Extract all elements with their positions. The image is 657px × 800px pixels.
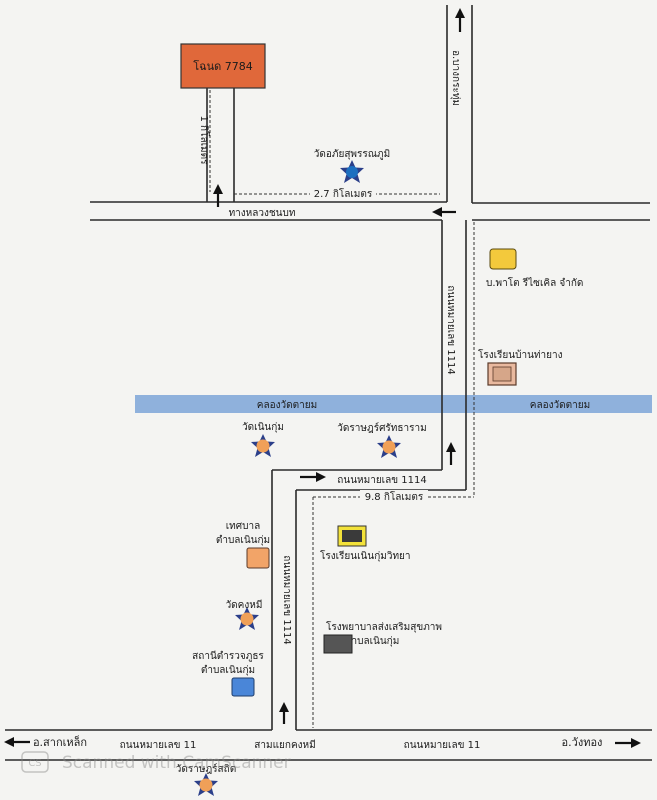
route-1114-upper-label: ถนนหมายเลข 1114 xyxy=(445,285,456,374)
temple-rat-sathit-label: วัดราษฎร์สถิต xyxy=(176,763,236,775)
temple-khong-mi-label: วัดคงหมี xyxy=(226,599,263,611)
route-11-left-label: ถนนหมายเลข 11 xyxy=(120,740,197,751)
junction-label: สามแยกคงหมี xyxy=(254,739,315,751)
zone-7784-block xyxy=(180,43,266,89)
arrow-left-sak-lek-icon xyxy=(4,737,30,747)
arrow-right-1114-icon xyxy=(300,472,326,482)
route-11 xyxy=(5,729,652,761)
route-11-right-label: ถนนหมายเลข 11 xyxy=(404,740,481,751)
temple-noen-kum-label: วัดเนินกุ่ม xyxy=(242,422,284,433)
canal-label-right: คลองวัดตายม xyxy=(530,400,590,411)
rural-road-label: ทางหลวงชนบท xyxy=(229,208,296,219)
hospital-icon xyxy=(323,634,353,654)
arrow-up-junction-icon xyxy=(279,702,289,724)
arrow-up-zone-icon xyxy=(213,184,223,207)
arrow-left-rural-icon xyxy=(432,207,456,217)
direction-bang-krathum: อ.บางกระทุ่ม xyxy=(450,50,461,106)
distance-lower-label: 9.8 กิโลเมตร xyxy=(365,490,424,503)
municipality-icon xyxy=(246,547,270,569)
route-1114 xyxy=(271,5,473,730)
zone-7784-label: โฉนด 7784 xyxy=(193,59,253,73)
school-top-icon xyxy=(487,362,517,386)
school-mid-label: โรงเรียนเนินกุ่มวิทยา xyxy=(320,549,411,562)
rural-road xyxy=(90,201,650,221)
temple-rat-sathit-icon xyxy=(194,773,218,796)
temple-khong-mi-icon xyxy=(235,607,259,630)
route-1114-mid-label: ถนนหมายเลข 1114 xyxy=(337,475,426,486)
arrow-up-top-right-icon xyxy=(455,8,465,32)
temple-rat-sattha-icon xyxy=(377,435,401,458)
distance-zone-label: 1 กิโลเมตร xyxy=(198,116,211,166)
temple-rat-sattha-label: วัดราษฎร์ศรัทธาราม xyxy=(337,422,426,434)
temple-apai-icon xyxy=(340,160,364,183)
route-1114-lower-label: ถนนหมายเลข 1114 xyxy=(281,555,292,644)
distance-top-label: 2.7 กิโลเมตร xyxy=(314,187,373,200)
police-label-1: สถานีตำรวจภูธร xyxy=(192,650,264,662)
factory-icon xyxy=(489,248,517,270)
watermark-text: Scanned with CamScanner xyxy=(62,753,291,773)
zone-access-road xyxy=(206,88,235,202)
svg-text:CS: CS xyxy=(28,758,41,769)
canal-label-left: คลองวัดตายม xyxy=(257,400,317,411)
arrow-right-wang-thong-icon xyxy=(615,738,641,748)
temple-noen-kum-icon xyxy=(251,434,275,457)
hospital-label-2: ตำบลเนินกุ่ม xyxy=(345,636,399,647)
arrow-up-1114-icon xyxy=(446,442,456,465)
school-top-label: โรงเรียนบ้านท่ายาง xyxy=(478,348,563,361)
watermark: CS Scanned with CamScanner xyxy=(21,751,291,773)
dest-sak-lek: อ.สากเหล็ก xyxy=(33,735,87,749)
police-icon xyxy=(231,677,255,697)
temple-apai-label: วัดอภัยสุพรรณภูมิ xyxy=(314,149,390,160)
police-label-2: ตำบลเนินกุ่ม xyxy=(201,665,255,676)
factory-label: บ.พาโต รีไซเคิล จำกัด xyxy=(486,276,583,289)
municipality-label-1: เทศบาล xyxy=(226,521,260,532)
school-mid-icon xyxy=(337,525,367,547)
municipality-label-2: ตำบลเนินกุ่ม xyxy=(216,535,270,546)
canal xyxy=(135,395,652,413)
dest-wang-thong: อ.วังทอง xyxy=(562,736,603,749)
hospital-label-1: โรงพยาบาลส่งเสริมสุขภาพ xyxy=(326,620,442,633)
